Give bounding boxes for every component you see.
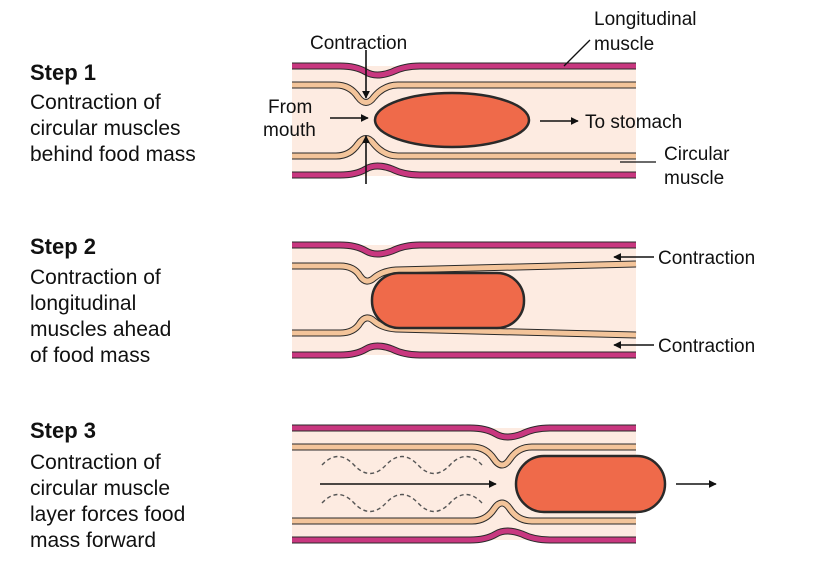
step-2-description-line: Contraction of	[30, 266, 161, 289]
step-1-description: Contraction of circular muscles behind f…	[30, 90, 196, 168]
step-2-description-line: muscles ahead	[30, 318, 172, 341]
longitudinal-muscle-top	[292, 63, 636, 78]
from-mouth-line: mouth	[263, 120, 316, 141]
contraction-label: Contraction	[310, 33, 407, 54]
contraction-label-bottom: Contraction	[658, 336, 755, 357]
longitudinal-muscle-top	[292, 425, 636, 440]
longitudinal-muscle-bottom	[292, 528, 636, 543]
longitudinal-muscle-label: Longitudinal muscle	[594, 9, 702, 55]
step-2-esophagus: Contraction Contraction	[292, 241, 755, 359]
longitudinal-leader	[563, 39, 591, 67]
relaxation-wave-bottom	[321, 493, 483, 513]
step-1-description-line: Contraction of	[30, 91, 161, 114]
circular-muscle-top	[292, 82, 636, 105]
step-2-title: Step 2	[30, 234, 97, 259]
step-1-description-line: behind food mass	[30, 143, 196, 166]
step-1-description-line: circular muscles	[30, 117, 181, 140]
food-mass	[373, 91, 531, 149]
longitudinal-muscle-line: muscle	[594, 34, 654, 55]
step-2-description: Contraction of longitudinal muscles ahea…	[30, 265, 171, 369]
from-mouth-line: From	[268, 97, 312, 118]
step-3-title: Step 3	[30, 418, 97, 443]
circular-muscle-line: Circular	[664, 144, 730, 165]
longitudinal-muscle-top	[292, 242, 636, 257]
longitudinal-muscle-line: Longitudinal	[594, 9, 696, 30]
circular-muscle-top	[292, 261, 637, 284]
food-mass	[370, 271, 526, 330]
circular-muscle-top	[292, 444, 636, 468]
circular-muscle-line: muscle	[664, 168, 724, 189]
circular-muscle-label: Circular muscle	[664, 144, 735, 189]
from-mouth-label: From mouth	[263, 97, 318, 141]
step-2-description-line: of food mass	[30, 344, 151, 367]
step-3-description-line: layer forces food	[30, 503, 186, 526]
step-1-title: Step 1	[30, 60, 97, 85]
step-3-description-line: mass forward	[30, 529, 157, 552]
to-stomach-label: To stomach	[585, 112, 682, 133]
longitudinal-muscle-bottom	[292, 163, 636, 178]
longitudinal-muscle-bottom	[292, 343, 636, 358]
step-1-esophagus: Contraction From mouth To stomach Longit…	[263, 9, 735, 189]
step-2-description-line: longitudinal	[30, 292, 137, 315]
step-3-description-line: Contraction of	[30, 451, 161, 474]
contraction-label-top: Contraction	[658, 248, 755, 269]
relaxation-wave-top	[321, 455, 483, 475]
food-mass	[514, 454, 667, 514]
step-3-esophagus	[292, 424, 717, 544]
step-3-description-line: circular muscle	[30, 477, 171, 500]
circular-muscle-bottom	[292, 315, 637, 338]
step-3-description: Contraction of circular muscle layer for…	[30, 450, 185, 554]
circular-muscle-bottom	[292, 500, 636, 524]
